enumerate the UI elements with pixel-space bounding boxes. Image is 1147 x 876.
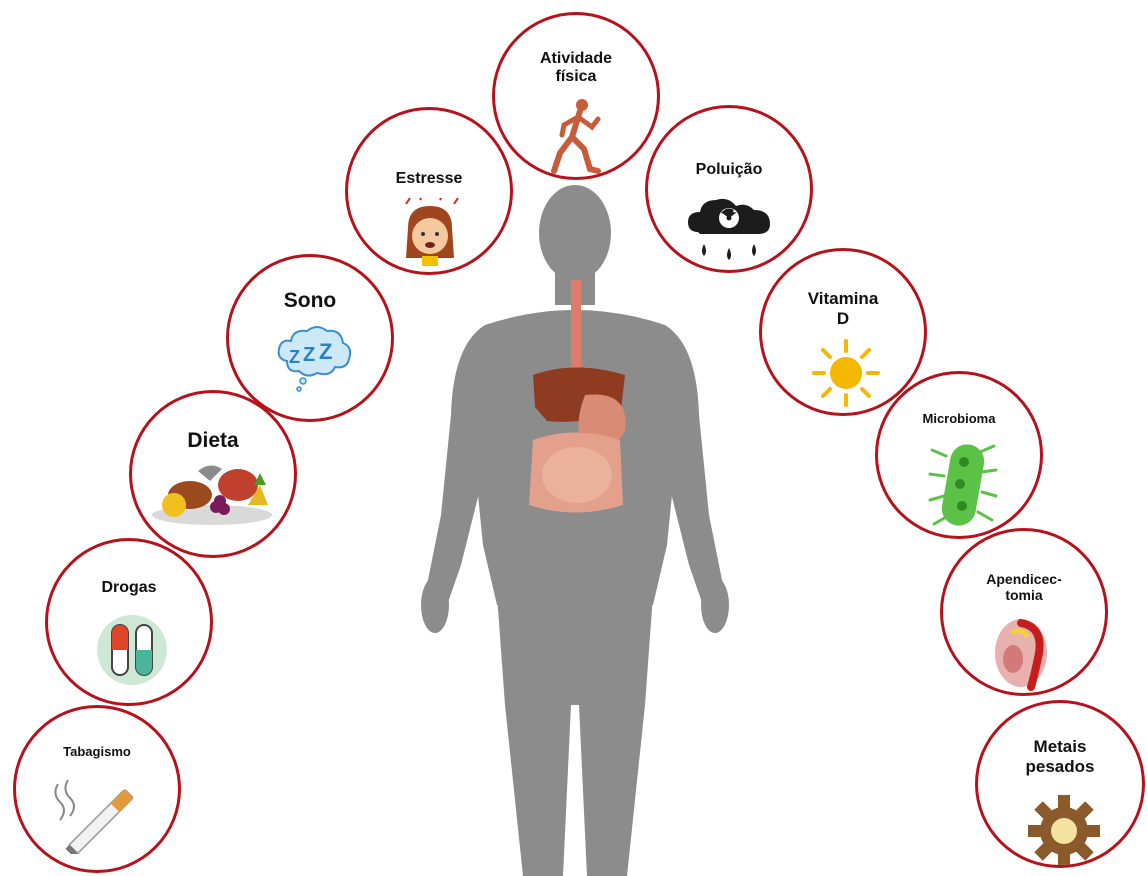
stressed-face-icon [398, 198, 462, 270]
factor-apendicectomia: Apendicec- tomia [940, 528, 1108, 696]
factor-drogas: Drogas [45, 538, 213, 706]
svg-text:Z: Z [319, 339, 332, 364]
small-intestine-shape [542, 447, 612, 503]
human-silhouette-icon [415, 185, 735, 876]
zzz-cloud-icon: Z Z Z [273, 319, 353, 399]
factor-metais-pesados: Metais pesados [975, 700, 1145, 868]
factor-label: Poluição [654, 161, 804, 179]
factor-vitamina-d: Vitamina D [759, 248, 927, 416]
appendix-organ-icon [991, 613, 1063, 693]
factor-tabagismo: Tabagismo [13, 705, 181, 873]
factor-label: Metais pesados [984, 737, 1136, 776]
factor-estresse: Estresse [345, 107, 513, 275]
factor-sono: Sono Z Z Z [226, 254, 394, 422]
svg-text:Z: Z [289, 347, 300, 367]
bacterium-icon [928, 436, 998, 532]
factor-dieta: Dieta [129, 390, 297, 558]
capsule-pills-icon [95, 613, 169, 687]
radioactive-cloud-rain-icon [684, 196, 774, 268]
factor-microbioma: Microbioma [875, 371, 1043, 539]
factor-label: Dieta [138, 429, 288, 453]
esophagus-shape [571, 280, 581, 380]
factor-label: Apendicec- tomia [949, 571, 1099, 603]
factor-label: Sono [235, 289, 385, 313]
factor-label: Estresse [354, 170, 504, 188]
factor-label: Drogas [54, 579, 204, 597]
sun-icon [810, 337, 882, 409]
factor-label: Tabagismo [22, 745, 172, 760]
cigarette-smoke-icon [50, 774, 150, 854]
factor-label: Vitamina D [768, 289, 918, 328]
food-platter-icon [150, 455, 282, 527]
gear-icon [1026, 793, 1102, 868]
running-muscle-figure-icon [550, 97, 606, 177]
svg-text:Z: Z [303, 344, 315, 366]
factor-poluicao: Poluição [645, 105, 813, 273]
factor-atividade-fisica: Atividade física [492, 12, 660, 180]
factor-label: Atividade física [501, 50, 651, 87]
human-body-figure [415, 185, 735, 876]
factor-label: Microbioma [884, 412, 1034, 427]
